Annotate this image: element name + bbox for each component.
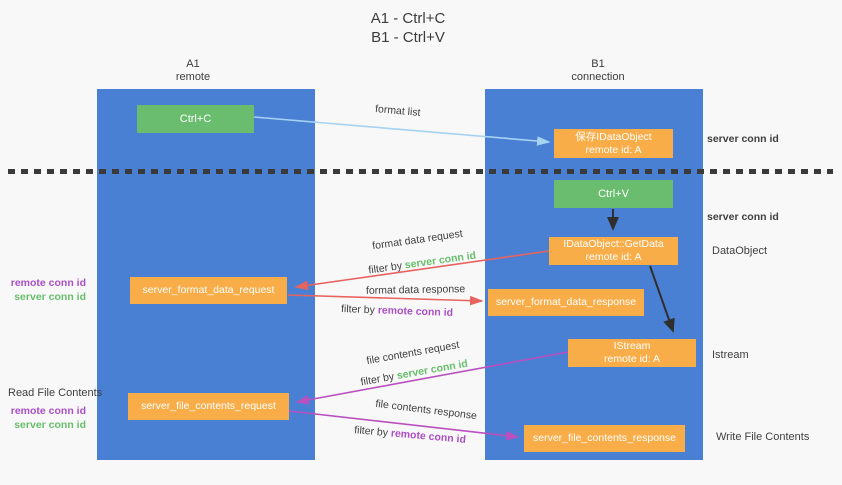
node-save-idataobject: 保存IDataObject remote id: A [554,129,673,158]
arrow-file-contents-response [288,410,520,441]
save-idataobject-line1: 保存IDataObject [575,130,652,143]
left-format-conn-ids: remote conn id server conn id [10,277,86,304]
column-b-subtitle: connection [571,71,625,83]
node-ctrl-c: Ctrl+C [137,105,254,133]
getdata-line1: IDataObject::GetData [563,238,664,250]
dotted-divider-line [8,169,833,174]
istream-line2: remote id: A [603,353,661,365]
left-format-server-conn-id: server conn id [14,290,86,303]
remote-conn-id-text-1: remote conn id [377,304,454,319]
right-server-conn-id-mid: server conn id [707,211,779,223]
read-file-contents-label: Read File Contents [8,387,103,399]
format-request-label: server_format_data_request [142,284,275,296]
write-file-contents-label: Write File Contents [716,431,810,443]
node-idataobject-getdata: IDataObject::GetData remote id: A [549,237,678,265]
diagram-title: A1 - Ctrl+C B1 - Ctrl+V [0,9,816,47]
column-header-a1: A1 remote [133,58,253,84]
node-server-file-contents-request: server_file_contents_request [128,393,289,420]
arrow-getdata-to-istream [649,265,675,333]
ctrl-v-label: Ctrl+V [598,188,629,200]
column-header-b1: B1 connection [538,58,658,84]
filter-by-text-4: filter by [353,424,389,440]
arrow-format-data-response [287,294,484,306]
istream-line1: IStream [613,340,651,352]
right-server-conn-id-top: server conn id [707,133,779,145]
column-b-id: B1 [591,58,605,70]
left-format-remote-conn-id: remote conn id [10,277,86,289]
getdata-line2: remote id: A [585,251,642,263]
node-istream: IStream remote id: A [568,339,696,367]
file-request-label: server_file_contents_request [141,400,276,412]
node-ctrl-v: Ctrl+V [554,180,673,208]
save-idataobject-line2: remote id: A [585,143,642,156]
ctrl-c-label: Ctrl+C [179,113,212,125]
dataobject-label: DataObject [712,245,768,257]
arrow-format-list [253,116,551,146]
node-server-file-contents-response: server_file_contents_response [524,425,685,452]
filter-by-text-2: filter by [340,303,376,317]
format-response-label: server_format_data_response [495,296,637,308]
flow-label-format-data-response: format data response [365,283,466,297]
column-a-id: A1 [186,58,200,70]
title-line-1: A1 - Ctrl+C [370,10,446,27]
arrow-file-contents-request [295,351,569,405]
left-file-remote-conn-id: remote conn id [10,405,86,417]
file-response-label: server_file_contents_response [532,432,676,444]
left-file-conn-ids: remote conn id server conn id [10,405,86,432]
istream-side-label: Istream [712,349,749,361]
column-a-subtitle: remote [175,71,211,83]
title-line-2: B1 - Ctrl+V [371,29,445,46]
node-server-format-data-response: server_format_data_response [488,289,644,316]
left-file-server-conn-id: server conn id [14,418,86,431]
node-server-format-data-request: server_format_data_request [130,277,287,304]
arrow-format-data-request [294,250,550,291]
